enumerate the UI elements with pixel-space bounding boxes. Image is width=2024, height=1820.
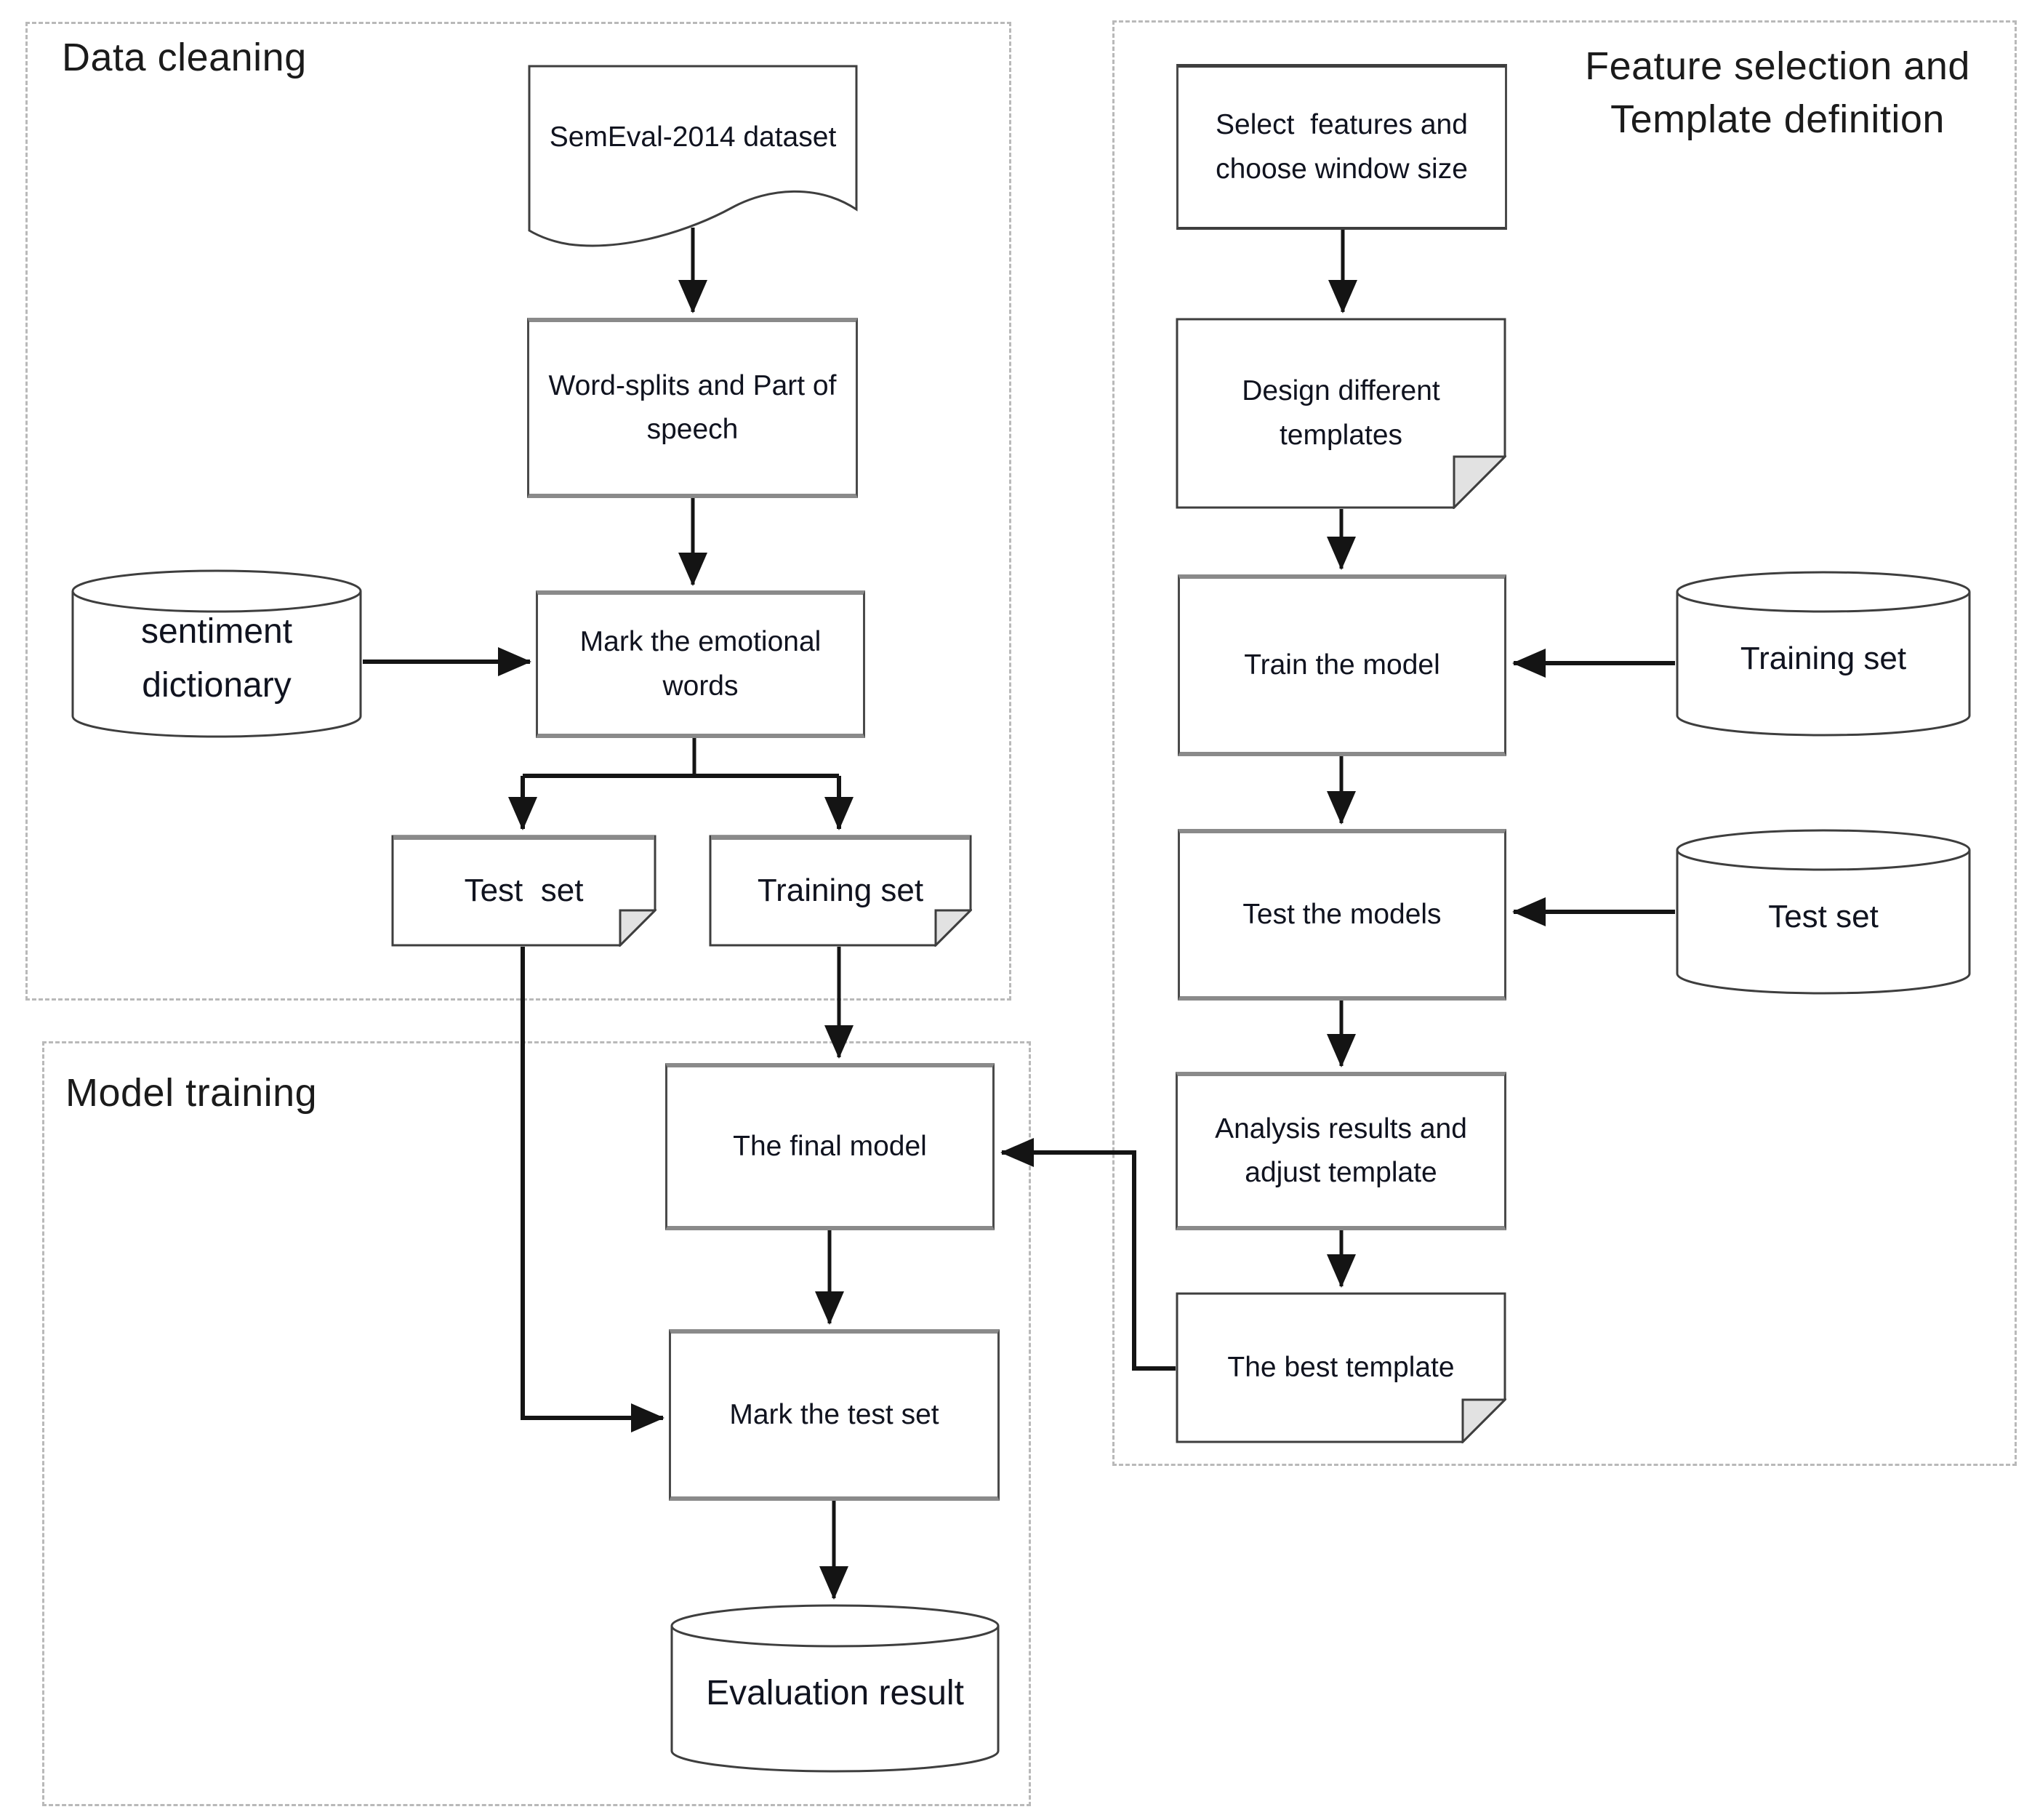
document-shape — [528, 65, 858, 247]
node-evaluation-result: Evaluation result — [670, 1604, 1000, 1773]
node-label: Test set — [1768, 898, 1879, 934]
card-shape — [1176, 1292, 1506, 1443]
node-test-set-card: Test set — [391, 835, 656, 947]
database-shape — [1676, 571, 1971, 737]
arrow-besttemplate-to-finalmodel — [1000, 1138, 1176, 1371]
node-test-models: Test the models — [1178, 829, 1506, 1001]
node-word-splits: Word-splits and Part of speech — [527, 318, 858, 498]
section-title-model-training: Model training — [65, 1071, 318, 1115]
node-best-template: The best template — [1176, 1292, 1506, 1443]
section-title-data-cleaning: Data cleaning — [62, 36, 307, 79]
node-label: Test the models — [1242, 898, 1442, 930]
database-shape — [670, 1604, 1000, 1773]
node-label: Select features and choose window size — [1216, 109, 1476, 185]
card-shape — [709, 835, 972, 947]
node-sentiment-dictionary: sentiment dictionary — [71, 569, 363, 738]
node-design-templates: Design different templates — [1176, 318, 1506, 509]
node-label: The final model — [733, 1130, 927, 1162]
node-training-set-card: Training set — [709, 835, 972, 947]
section-feature-selection — [1112, 20, 2017, 1466]
database-shape — [71, 569, 362, 738]
node-train-model: Train the model — [1178, 574, 1506, 756]
node-label: Mark the emotional words — [579, 626, 830, 702]
card-shape — [1176, 318, 1506, 509]
node-label: The best template — [1227, 1351, 1455, 1383]
section-model-training — [42, 1041, 1031, 1806]
node-label: Mark the test set — [729, 1398, 939, 1430]
node-label: Word-splits and Part of speech — [548, 369, 845, 445]
node-label: Evaluation result — [706, 1673, 964, 1712]
node-label: sentiment dictionary — [140, 612, 302, 705]
node-label: Design different templates — [1242, 375, 1448, 451]
node-mark-test-set: Mark the test set — [669, 1329, 1000, 1501]
node-final-model: The final model — [665, 1063, 995, 1230]
node-label: Training set — [1740, 640, 1907, 676]
node-label: Analysis results and adjust template — [1215, 1113, 1475, 1188]
node-test-set-db: Test set — [1675, 829, 1972, 995]
arrow-testset-to-marktestset — [521, 947, 664, 1432]
node-label: Test set — [464, 872, 584, 908]
node-label: SemEval-2014 dataset — [549, 121, 837, 153]
node-select-features: Select features and choose window size — [1176, 64, 1507, 230]
node-training-set-db: Training set — [1675, 571, 1972, 737]
node-label: Training set — [757, 872, 924, 908]
card-shape — [391, 835, 656, 947]
section-data-cleaning — [25, 22, 1011, 1001]
node-analysis-results: Analysis results and adjust template — [1176, 1072, 1506, 1230]
database-shape — [1676, 829, 1971, 995]
node-semeval-dataset: SemEval-2014 dataset — [527, 64, 859, 252]
node-mark-emotional-words: Mark the emotional words — [536, 590, 865, 738]
section-title-feature-selection: Feature selection and Template definitio… — [1585, 44, 1970, 141]
node-label: Train the model — [1244, 649, 1440, 681]
